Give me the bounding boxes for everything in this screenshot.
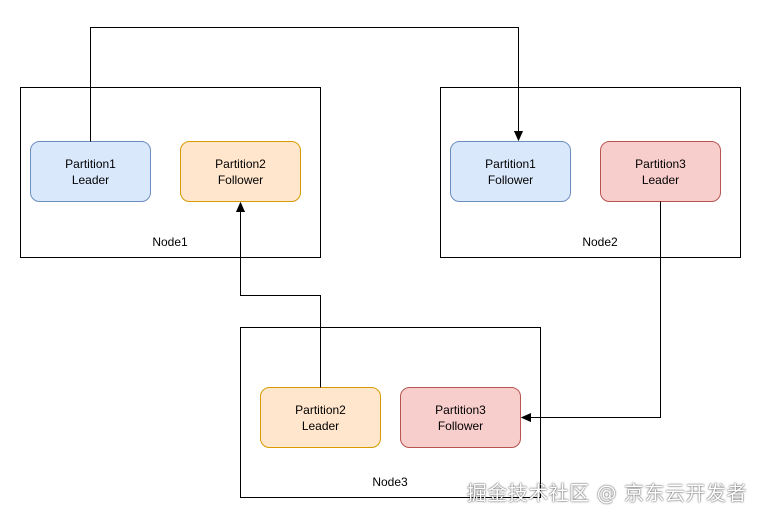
partition2-leader-name: Partition2 [295,403,346,417]
partition3-follower-role: Follower [438,419,483,433]
partition1-follower-role: Follower [488,173,533,187]
partition3-leader: Partition3 Leader [600,141,721,202]
partition3-leader-role: Leader [642,173,679,187]
partition1-leader-name: Partition1 [65,157,116,171]
partition1-leader-role: Leader [72,173,109,187]
edge-partition2-replication [241,204,321,388]
partition2-leader: Partition2 Leader [260,387,381,448]
partition2-follower: Partition2 Follower [180,141,301,202]
watermark: 掘金技术社区 @ 京东云开发者 [466,481,747,505]
partition3-follower-name: Partition3 [435,403,486,417]
partition1-follower-name: Partition1 [485,157,536,171]
partition3-follower: Partition3 Follower [400,387,521,448]
partition3-leader-name: Partition3 [635,157,686,171]
partition1-follower: Partition1 Follower [450,141,571,202]
partition1-leader: Partition1 Leader [30,141,151,202]
partition2-follower-name: Partition2 [215,157,266,171]
partition2-follower-role: Follower [218,173,263,187]
node3-label: Node3 [372,475,408,489]
edge-partition1-replication [90,27,519,142]
node2-label: Node2 [582,235,618,249]
partition2-leader-role: Leader [302,419,339,433]
edge-partition3-replication [523,201,661,418]
node1-label: Node1 [152,235,188,249]
